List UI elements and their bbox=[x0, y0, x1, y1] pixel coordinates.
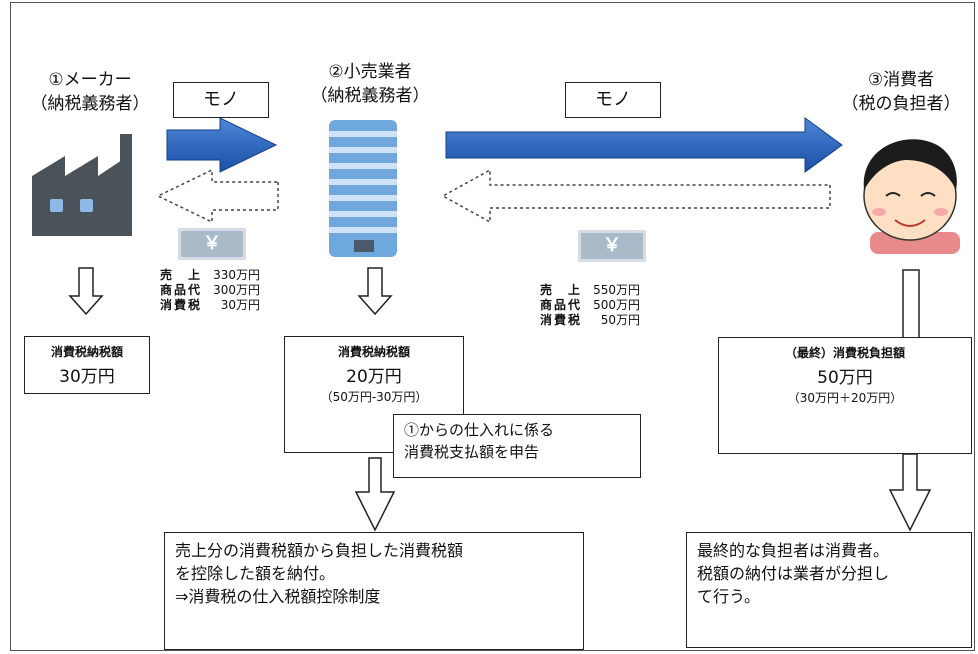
t1-goods-label: 商品代 bbox=[160, 283, 200, 297]
yen-note-2: ￥ bbox=[578, 230, 646, 262]
bottom-left-line2: を控除した額を納付。 bbox=[175, 564, 336, 583]
retailer-tax-amount: 20万円 bbox=[346, 367, 402, 387]
retailer-note: ①からの仕入れに係る 消費税支払額を申告 bbox=[393, 414, 641, 478]
retailer-role: （納税義務者） bbox=[310, 86, 430, 106]
maker-tax-box: 消費税納税額 30万円 bbox=[24, 336, 150, 394]
maker-role: （納税義務者） bbox=[30, 94, 150, 114]
consumer-label: ③消費者 （税の負担者） bbox=[826, 68, 976, 116]
consumer-name: ③消費者 bbox=[867, 70, 935, 90]
consumer-tax-calc: （30万円＋20万円） bbox=[787, 391, 903, 405]
maker-name: ①メーカー bbox=[48, 70, 132, 90]
bottom-right-line3: て行う。 bbox=[697, 587, 761, 606]
retailer-label: ②小売業者 （納税義務者） bbox=[290, 60, 450, 108]
consumer-icon bbox=[863, 139, 960, 254]
consumer-tax-amount: 50万円 bbox=[817, 368, 873, 388]
diagram-frame bbox=[10, 2, 975, 651]
t2-goods-value: 500万円 bbox=[593, 298, 640, 312]
t1-sales-label: 売 上 bbox=[160, 268, 200, 282]
goods-label-1: モノ bbox=[173, 82, 269, 118]
bottom-right-explanation: 最終的な負担者は消費者。 税額の納付は業者が分担し て行う。 bbox=[686, 532, 972, 648]
consumer-tax-title: （最終）消費税負担額 bbox=[784, 346, 905, 360]
retailer-name: ②小売業者 bbox=[328, 62, 412, 82]
bottom-right-line2: 税額の納付は業者が分担し bbox=[697, 564, 890, 583]
down-arrow-consumer-lower bbox=[888, 453, 932, 532]
retailer-tax-calc: （50万円-30万円） bbox=[320, 390, 428, 404]
bottom-right-line1: 最終的な負担者は消費者。 bbox=[697, 541, 890, 560]
t1-sales-value: 330万円 bbox=[213, 268, 260, 282]
bottom-left-line1: 売上分の消費税額から負担した消費税額 bbox=[175, 541, 464, 560]
maker-tax-amount: 30万円 bbox=[59, 367, 115, 387]
t1-goods-value: 300万円 bbox=[213, 283, 260, 297]
down-arrow-retailer bbox=[357, 267, 393, 316]
t2-sales-label: 売 上 bbox=[540, 283, 580, 297]
t2-goods-label: 商品代 bbox=[540, 298, 580, 312]
maker-label: ①メーカー （納税義務者） bbox=[20, 68, 160, 116]
yen-note-1: ￥ bbox=[178, 228, 246, 260]
t1-tax-value: 30万円 bbox=[220, 298, 260, 312]
retailer-note-line1: ①からの仕入れに係る bbox=[404, 421, 555, 439]
bottom-left-line3: ⇒消費税の仕入税額控除制度 bbox=[175, 587, 381, 606]
factory-icon bbox=[32, 134, 132, 236]
consumer-tax-box: （最終）消費税負担額 50万円 （30万円＋20万円） bbox=[718, 337, 972, 454]
retailer-tax-title: 消費税納税額 bbox=[337, 345, 410, 359]
t2-tax-value: 50万円 bbox=[600, 313, 640, 327]
money-arrow-2 bbox=[441, 168, 831, 224]
bottom-left-explanation: 売上分の消費税額から負担した消費税額 を控除した額を納付。 ⇒消費税の仕入税額控… bbox=[164, 532, 584, 650]
down-arrow-retailer-lower bbox=[354, 457, 396, 532]
t2-sales-value: 550万円 bbox=[593, 283, 640, 297]
transaction-2: 売 上 550万円 商品代 500万円 消費税 50万円 bbox=[540, 283, 640, 328]
money-arrow-1 bbox=[156, 168, 279, 224]
maker-tax-title: 消費税納税額 bbox=[50, 345, 123, 359]
down-arrow-consumer-shaft bbox=[902, 269, 920, 339]
down-arrow-maker bbox=[68, 267, 104, 316]
t2-tax-label: 消費税 bbox=[540, 313, 580, 327]
building-icon bbox=[329, 120, 397, 257]
goods-label-2: モノ bbox=[565, 82, 661, 118]
goods-arrow-1 bbox=[166, 117, 278, 173]
t1-tax-label: 消費税 bbox=[160, 298, 200, 312]
goods-arrow-2 bbox=[445, 117, 843, 173]
consumer-role: （税の負担者） bbox=[841, 94, 961, 114]
retailer-note-line2: 消費税支払額を申告 bbox=[404, 443, 540, 461]
transaction-1: 売 上 330万円 商品代 300万円 消費税 30万円 bbox=[160, 268, 260, 313]
